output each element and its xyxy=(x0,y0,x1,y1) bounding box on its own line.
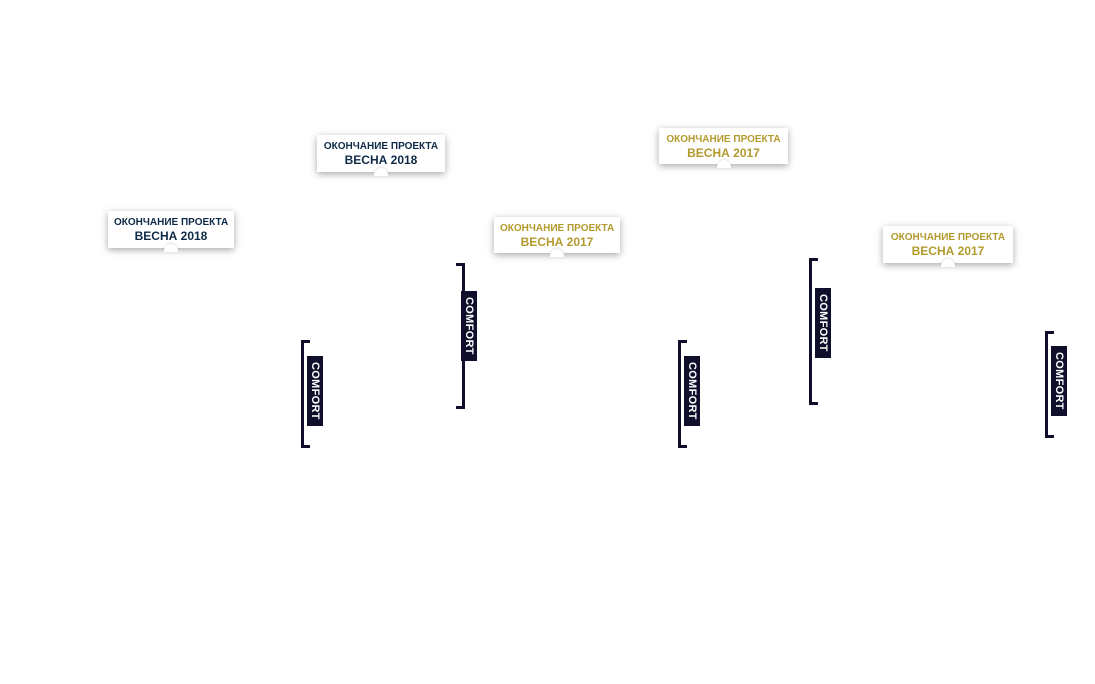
project-end-tooltip[interactable]: ОКОНЧАНИЕ ПРОЕКТА ВЕСНА 2018 xyxy=(317,135,445,176)
tooltip-notch xyxy=(164,244,178,252)
comfort-label[interactable]: COMFORT xyxy=(815,288,831,358)
tooltip-caption: ОКОНЧАНИЕ ПРОЕКТА xyxy=(114,217,229,228)
tooltip-caption: ОКОНЧАНИЕ ПРОЕКТА xyxy=(890,232,1006,243)
tooltip-notch xyxy=(374,168,388,176)
comfort-label[interactable]: COMFORT xyxy=(1051,346,1067,416)
comfort-label[interactable]: COMFORT xyxy=(684,356,700,426)
project-end-tooltip[interactable]: ОКОНЧАНИЕ ПРОЕКТА ВЕСНА 2017 xyxy=(883,226,1013,267)
tooltip-date: ВЕСНА 2017 xyxy=(687,146,760,160)
tooltip-notch xyxy=(550,249,564,257)
tooltip-date: ВЕСНА 2017 xyxy=(911,244,985,258)
tooltip-notch xyxy=(941,259,955,267)
tooltip-caption: ОКОНЧАНИЕ ПРОЕКТА xyxy=(666,134,781,145)
project-end-tooltip[interactable]: ОКОНЧАНИЕ ПРОЕКТА ВЕСНА 2018 xyxy=(108,211,234,252)
tooltip-caption: ОКОНЧАНИЕ ПРОЕКТА xyxy=(323,141,439,152)
comfort-label[interactable]: COMFORT xyxy=(461,291,477,361)
comfort-bracket xyxy=(809,258,818,405)
comfort-bracket xyxy=(1045,331,1054,438)
comfort-bracket xyxy=(301,340,310,448)
tooltip-caption: ОКОНЧАНИЕ ПРОЕКТА xyxy=(500,223,615,234)
project-end-tooltip[interactable]: ОКОНЧАНИЕ ПРОЕКТА ВЕСНА 2017 xyxy=(494,217,620,257)
project-end-tooltip[interactable]: ОКОНЧАНИЕ ПРОЕКТА ВЕСНА 2017 xyxy=(659,128,788,168)
comfort-label[interactable]: COMFORT xyxy=(307,356,323,426)
tooltip-date: ВЕСНА 2018 xyxy=(344,153,418,167)
comfort-bracket xyxy=(678,340,687,448)
tooltip-notch xyxy=(716,160,731,168)
tooltip-date: ВЕСНА 2017 xyxy=(520,235,594,249)
tooltip-date: ВЕСНА 2018 xyxy=(134,229,208,243)
